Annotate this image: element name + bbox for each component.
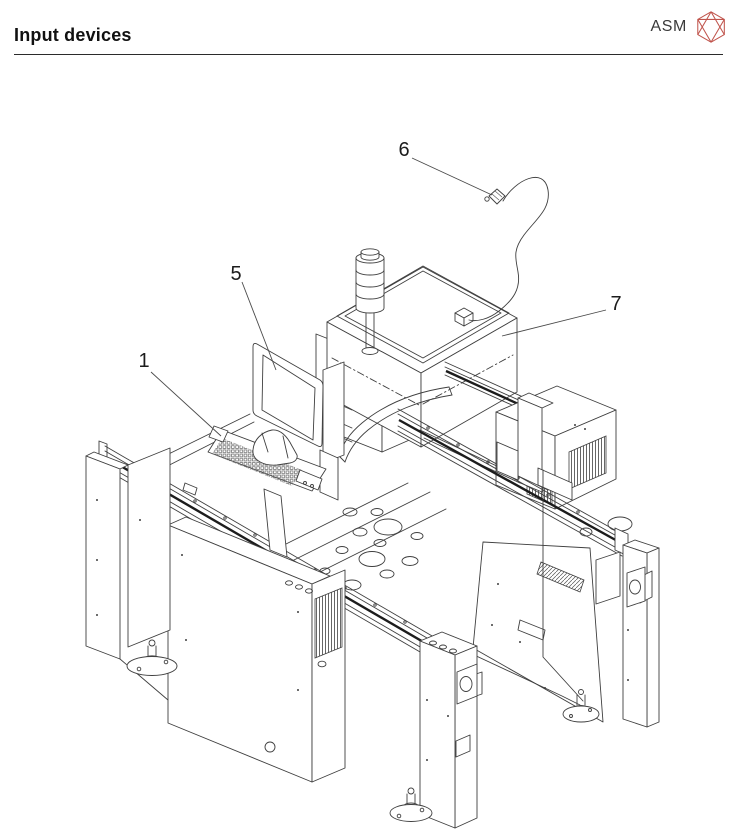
cable-connector [484, 188, 506, 205]
monitor-screen [261, 354, 316, 441]
left-feeder-panels [85, 447, 171, 701]
callout-label-5: 5 [230, 263, 241, 285]
right-module-bay [441, 469, 604, 723]
callout-label-6: 6 [398, 139, 409, 161]
right-conveyor-rail [397, 408, 629, 557]
signal-tower [355, 248, 385, 355]
callout-label-1: 1 [138, 350, 149, 372]
page-title: Input devices [14, 25, 132, 45]
brand-name: ASM [650, 18, 687, 35]
header-divider [14, 54, 723, 55]
connection-cable [468, 177, 549, 322]
callouts: 1 5 6 7 [138, 139, 622, 437]
pointing-device [252, 429, 298, 466]
leveling-foot-left [126, 639, 178, 676]
callout-label-7: 7 [610, 293, 621, 315]
hexagon-gem-icon [697, 11, 725, 43]
leveling-foot-right [562, 689, 600, 723]
callout-leader-6 [411, 157, 493, 196]
callout-leader-5 [241, 281, 277, 371]
brand-logo: ASM [651, 8, 730, 46]
operator-keyboard [207, 425, 327, 558]
callout-leader-7 [501, 309, 607, 337]
monitor [252, 342, 345, 501]
right-front-tower [595, 539, 660, 728]
leveling-foot-center [389, 787, 433, 822]
door-latch [456, 663, 483, 705]
callout-leader-1 [150, 371, 222, 437]
door-latch [626, 566, 653, 608]
center-front-cabinet [167, 516, 346, 783]
center-front-tower [419, 631, 483, 829]
